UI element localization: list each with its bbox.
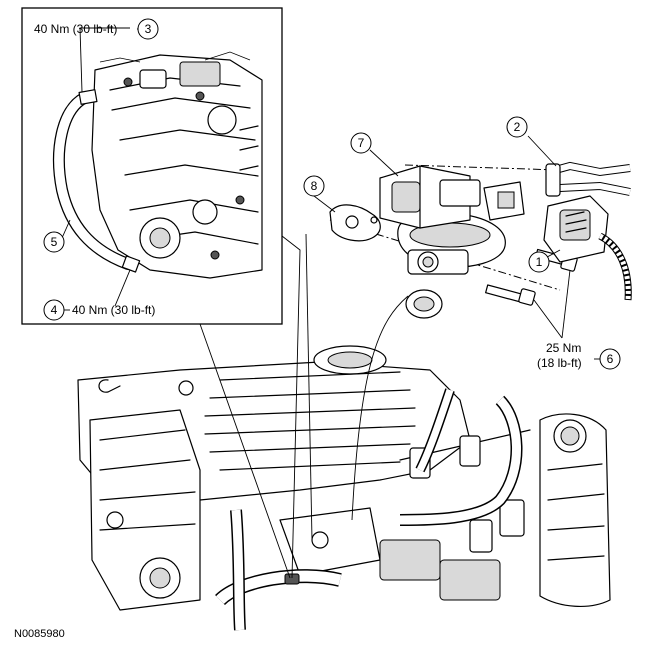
callout-7-number: 7 xyxy=(358,136,365,150)
valve-cover xyxy=(539,413,611,607)
inset-detail xyxy=(21,7,283,325)
engine-main-drawing xyxy=(77,345,611,631)
callout-1: 1 xyxy=(528,251,550,273)
callout-7: 7 xyxy=(350,132,372,154)
callout-6-torque-lbft: (18 lb-ft) xyxy=(537,356,582,370)
vacuum-hoses xyxy=(545,161,631,197)
callout-3-torque: 40 Nm (30 lb-ft) xyxy=(34,22,117,36)
callout-4-torque: 40 Nm (30 lb-ft) xyxy=(72,303,155,317)
callout-5-number: 5 xyxy=(51,235,58,249)
callout-6-number: 6 xyxy=(607,352,614,366)
callout-2: 2 xyxy=(506,116,528,138)
callout-4-number: 4 xyxy=(51,303,58,317)
leader-lines xyxy=(61,27,571,579)
callout-4: 4 40 Nm (30 lb-ft) xyxy=(43,299,155,321)
tube-fitting-upper xyxy=(78,89,98,105)
figure-id: N0085980 xyxy=(14,628,65,640)
callout-8-number: 8 xyxy=(311,179,318,193)
callout-2-number: 2 xyxy=(514,120,521,134)
electrical-connector xyxy=(543,195,632,301)
inset-engine-drawing xyxy=(91,51,263,279)
callout-3-number: 3 xyxy=(145,22,152,36)
callout-5: 5 xyxy=(43,231,65,253)
callout-1-number: 1 xyxy=(536,255,543,269)
callout-6: 25 Nm (18 lb-ft) 6 xyxy=(537,341,621,370)
callout-8: 8 xyxy=(303,175,325,197)
callout-6-torque-nm: 25 Nm xyxy=(546,341,581,355)
callout-3: 40 Nm (30 lb-ft) 3 xyxy=(34,18,159,40)
egr-assembly xyxy=(329,161,632,319)
tube-fitting-lower xyxy=(121,255,141,273)
